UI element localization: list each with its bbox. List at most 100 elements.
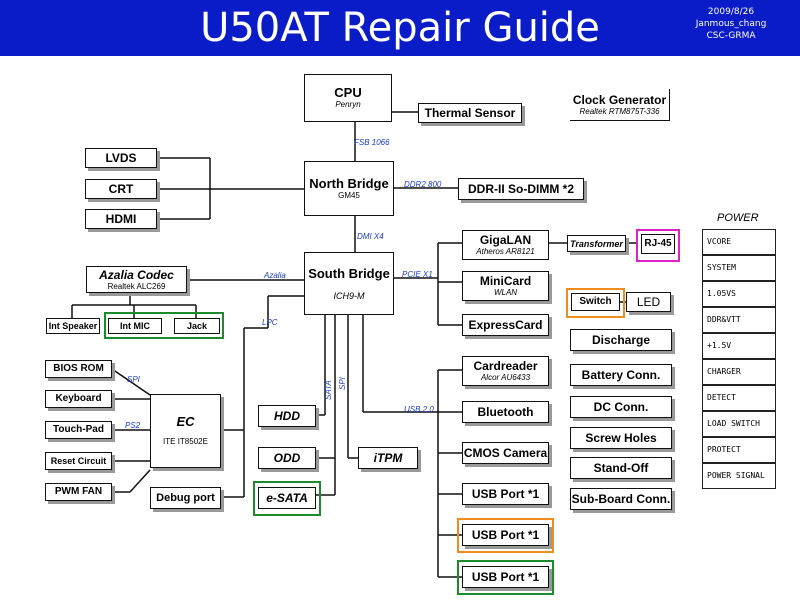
- rj45-highlight-magenta: [636, 229, 680, 262]
- ddr-block[interactable]: DDR-II So-DIMM *2: [458, 178, 584, 200]
- header-dept: CSC-GRMA: [706, 31, 756, 41]
- usb-port-2-block[interactable]: USB Port *1: [462, 524, 549, 546]
- switch-highlight-orange: [566, 288, 625, 318]
- rj45-block[interactable]: RJ-45: [641, 234, 675, 254]
- usb-port-2-highlight-orange: [457, 518, 554, 553]
- debug-port-label: Debug port: [156, 492, 215, 504]
- usb-port-2-label: USB Port *1: [471, 528, 540, 542]
- ddr-label: DDR-II So-DIMM *2: [468, 182, 574, 196]
- jack-block[interactable]: Jack: [174, 318, 220, 334]
- south-bridge-model: ICH9-M: [333, 290, 365, 301]
- reset-circuit-label: Reset Circuit: [50, 456, 107, 466]
- power-item-protect[interactable]: PROTECT: [702, 437, 776, 463]
- hdmi-label: HDMI: [105, 212, 137, 226]
- bluetooth-label: Bluetooth: [477, 405, 534, 419]
- ec-model: ITE IT8502E: [163, 437, 208, 446]
- touchpad-block[interactable]: Touch-Pad: [45, 421, 112, 439]
- led-block[interactable]: LED: [626, 292, 671, 312]
- rj45-label: RJ-45: [644, 238, 672, 249]
- crt-block[interactable]: CRT: [85, 179, 157, 199]
- reset-circuit-block[interactable]: Reset Circuit: [45, 452, 112, 470]
- lvds-label: LVDS: [105, 151, 137, 165]
- north-bridge-label: North Bridge: [309, 175, 389, 191]
- stand-off-block[interactable]: Stand-Off: [570, 457, 672, 479]
- bus-dmi: DMI X4: [357, 232, 384, 241]
- north-bridge-model: GM45: [338, 190, 360, 200]
- cpu-block[interactable]: CPU Penryn: [304, 74, 392, 122]
- touchpad-label: Touch-Pad: [53, 424, 104, 435]
- usb-port-3-block[interactable]: USB Port *1: [462, 566, 549, 588]
- screw-holes-label: Screw Holes: [585, 431, 657, 445]
- int-speaker-label: Int Speaker: [48, 321, 98, 331]
- discharge-block[interactable]: Discharge: [570, 329, 672, 351]
- audio-highlight-green: [104, 312, 224, 339]
- screw-holes-block[interactable]: Screw Holes: [570, 427, 672, 449]
- bus-usb: USB 2.0: [404, 405, 434, 414]
- esata-block[interactable]: e-SATA: [258, 487, 316, 509]
- gigalan-model: Atheros AR8121: [476, 247, 535, 256]
- sub-board-conn-block[interactable]: Sub-Board Conn.: [570, 488, 672, 510]
- gigalan-label: GigaLAN: [479, 233, 532, 247]
- lvds-block[interactable]: LVDS: [85, 148, 157, 168]
- power-item-1-5v[interactable]: +1.5V: [702, 333, 776, 359]
- power-item-vcore[interactable]: VCORE: [702, 229, 776, 255]
- bios-rom-block[interactable]: BIOS ROM: [45, 360, 112, 378]
- debug-port-block[interactable]: Debug port: [150, 487, 221, 509]
- cardreader-label: Cardreader: [473, 359, 538, 373]
- cmos-camera-block[interactable]: CMOS Camera: [462, 442, 549, 464]
- int-speaker-block[interactable]: Int Speaker: [46, 318, 100, 334]
- expresscard-block[interactable]: ExpressCard: [462, 314, 549, 336]
- cardreader-model: Alcor AU6433: [480, 373, 531, 382]
- thermal-sensor-block[interactable]: Thermal Sensor: [418, 103, 522, 123]
- power-item-load-switch[interactable]: LOAD SWITCH: [702, 411, 776, 437]
- bluetooth-block[interactable]: Bluetooth: [462, 401, 549, 423]
- cpu-label: CPU: [334, 85, 362, 100]
- power-item-detect[interactable]: DETECT: [702, 385, 776, 411]
- power-item-system[interactable]: SYSTEM: [702, 255, 776, 281]
- hdmi-block[interactable]: HDMI: [85, 209, 157, 229]
- jack-label: Jack: [186, 321, 208, 331]
- clock-generator-label: Clock Generator: [572, 92, 667, 107]
- azalia-codec-block[interactable]: Azalia Codec Realtek ALC269: [86, 266, 187, 293]
- north-bridge-block[interactable]: North Bridge GM45: [304, 161, 394, 216]
- bus-azalia: Azalia: [264, 271, 286, 280]
- bus-ps2: PS2: [125, 421, 141, 430]
- dc-conn-block[interactable]: DC Conn.: [570, 396, 672, 418]
- switch-block[interactable]: Switch: [571, 293, 620, 311]
- south-bridge-block[interactable]: South Bridge ICH9-M: [304, 252, 394, 315]
- power-item-power-signal[interactable]: POWER SIGNAL: [702, 463, 776, 489]
- bus-spi-sb: SPI: [338, 377, 347, 390]
- power-item-charger[interactable]: CHARGER: [702, 359, 776, 385]
- transformer-block[interactable]: Transformer: [567, 235, 626, 252]
- usb-port-1-block[interactable]: USB Port *1: [462, 483, 549, 505]
- expresscard-label: ExpressCard: [468, 318, 543, 332]
- gigalan-block[interactable]: GigaLAN Atheros AR8121: [462, 230, 549, 260]
- power-item-1-05vs[interactable]: 1.05VS: [702, 281, 776, 307]
- minicard-label: MiniCard: [479, 274, 532, 288]
- usb-port-3-label: USB Port *1: [471, 570, 540, 584]
- int-mic-block[interactable]: Int MIC: [108, 318, 162, 334]
- esata-highlight-green: [253, 481, 321, 516]
- itpm-block[interactable]: iTPM: [358, 447, 418, 469]
- battery-conn-label: Battery Conn.: [581, 368, 661, 382]
- ec-block[interactable]: EC ITE IT8502E: [150, 394, 221, 468]
- odd-block[interactable]: ODD: [258, 447, 316, 469]
- power-item-ddr-vtt[interactable]: DDR&VTT: [702, 307, 776, 333]
- title-bar: U50AT Repair Guide 2009/8/26 Janmous_cha…: [0, 0, 800, 56]
- clock-generator-block[interactable]: Clock Generator Realtek RTM875T-336: [570, 89, 670, 121]
- transformer-label: Transformer: [570, 238, 623, 249]
- pwm-fan-block[interactable]: PWM FAN: [45, 483, 112, 501]
- switch-label: Switch: [579, 296, 612, 307]
- azalia-codec-model: Realtek ALC269: [107, 281, 166, 291]
- header-author: Janmous_chang: [695, 19, 767, 29]
- hdd-block[interactable]: HDD: [258, 405, 316, 427]
- battery-conn-block[interactable]: Battery Conn.: [570, 364, 672, 386]
- cpu-model: Penryn: [335, 100, 361, 109]
- header-meta: 2009/8/26 Janmous_chang CSC-GRMA: [676, 6, 786, 42]
- cardreader-block[interactable]: Cardreader Alcor AU6433: [462, 356, 549, 386]
- bus-sata: SATA: [324, 380, 333, 400]
- sub-board-conn-label: Sub-Board Conn.: [571, 492, 671, 506]
- keyboard-block[interactable]: Keyboard: [45, 390, 112, 408]
- minicard-block[interactable]: MiniCard WLAN: [462, 271, 549, 301]
